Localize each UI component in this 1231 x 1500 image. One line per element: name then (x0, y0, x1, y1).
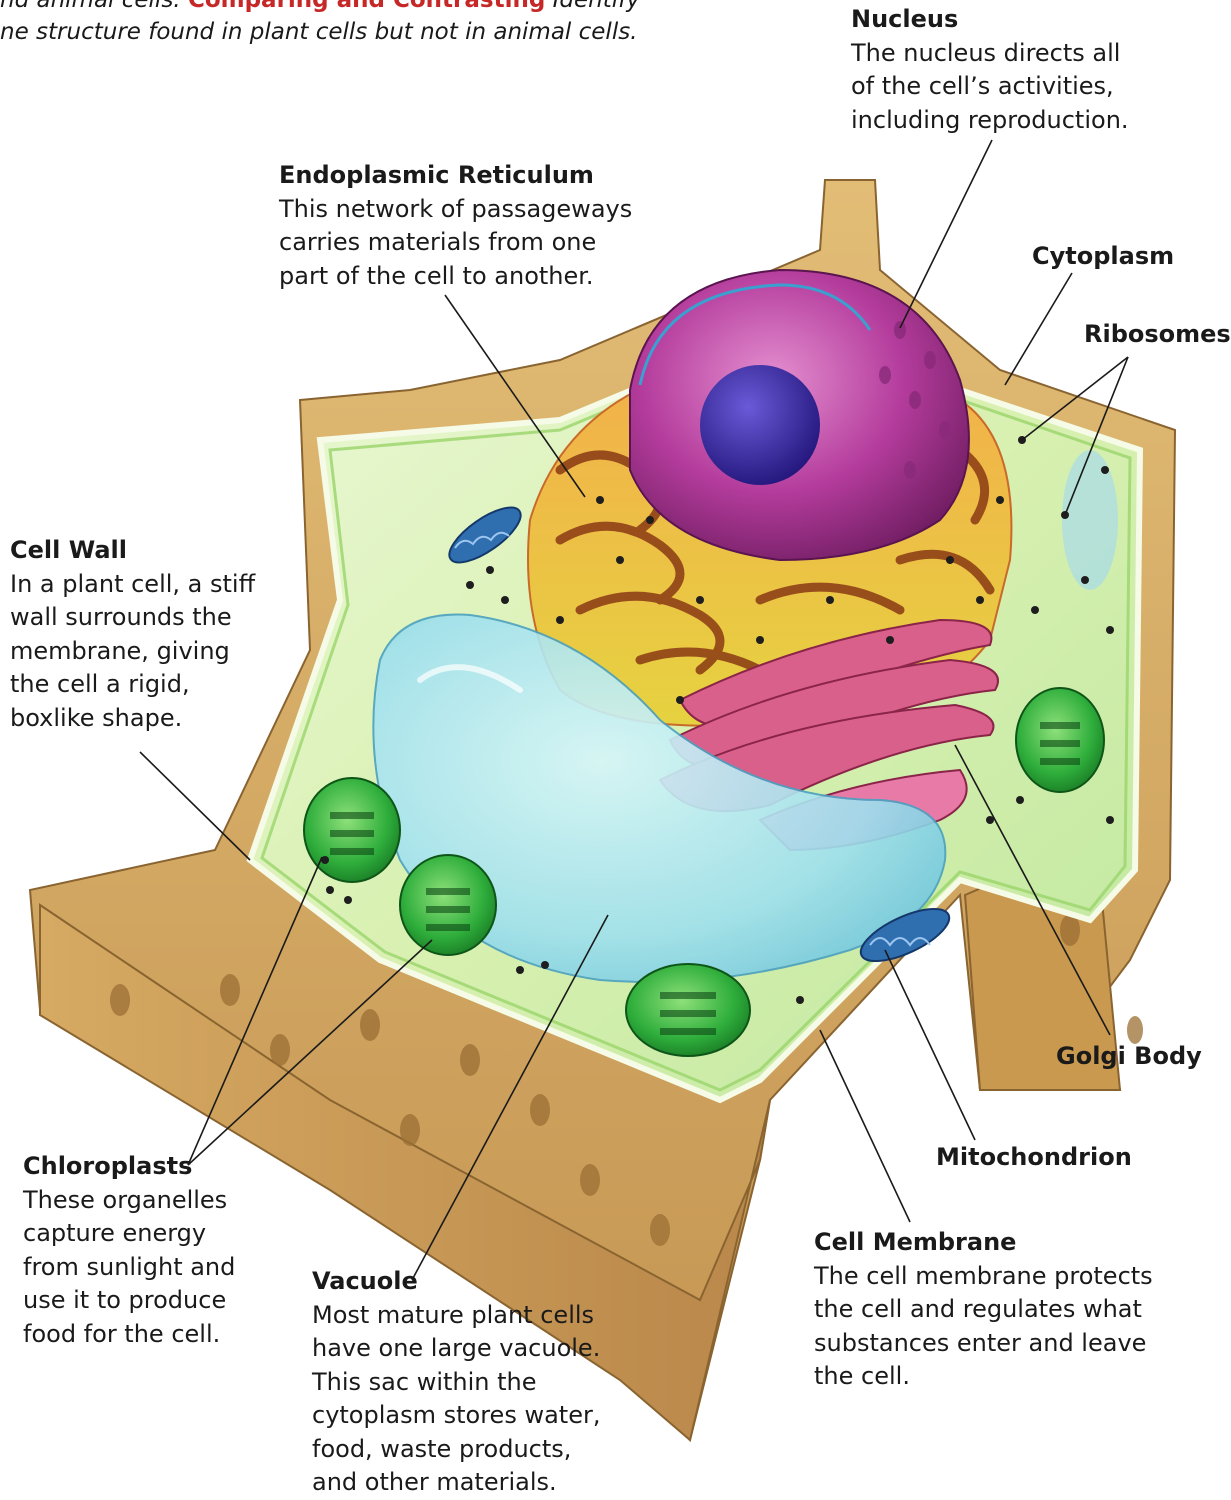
label-nucleus: Nucleus The nucleus directs all of the c… (851, 3, 1129, 137)
cytoplasm-title: Cytoplasm (1032, 240, 1174, 274)
chloroplasts-description: These organelles capture energy from sun… (23, 1184, 235, 1352)
cell-wall-title: Cell Wall (10, 534, 255, 568)
label-cell-wall: Cell Wall In a plant cell, a stiff wall … (10, 534, 255, 735)
leader-nucleus (900, 140, 992, 328)
golgi-title: Golgi Body (1056, 1040, 1202, 1074)
cell-membrane-description: The cell membrane protects the cell and … (814, 1260, 1153, 1394)
leader-cell-membrane (820, 1030, 910, 1222)
cell-wall-description: In a plant cell, a stiff wall surrounds … (10, 568, 255, 736)
chloroplasts-title: Chloroplasts (23, 1150, 235, 1184)
vacuole-title: Vacuole (312, 1265, 600, 1299)
label-endoplasmic-reticulum: Endoplasmic Reticulum This network of pa… (279, 159, 632, 293)
leader-cell-wall (140, 752, 250, 860)
small-vesicle (1062, 450, 1118, 590)
label-mitochondrion: Mitochondrion (936, 1141, 1132, 1175)
er-description: This network of passageways carries mate… (279, 193, 632, 294)
chloroplast-2 (400, 855, 496, 955)
nucleus-description: The nucleus directs all of the cell’s ac… (851, 37, 1129, 138)
leader-cytoplasm (1005, 273, 1072, 385)
er-title: Endoplasmic Reticulum (279, 159, 632, 193)
label-vacuole: Vacuole Most mature plant cells have one… (312, 1265, 600, 1500)
ribosomes-title: Ribosomes (1084, 318, 1231, 352)
nucleolus (700, 365, 820, 485)
leader-mitochondrion (885, 950, 975, 1140)
mitochondrion-title: Mitochondrion (936, 1141, 1132, 1175)
nucleus-title: Nucleus (851, 3, 1129, 37)
label-ribosomes: Ribosomes (1084, 318, 1231, 352)
label-golgi-body: Golgi Body (1056, 1040, 1202, 1074)
label-chloroplasts: Chloroplasts These organelles capture en… (23, 1150, 235, 1351)
label-cytoplasm: Cytoplasm (1032, 240, 1174, 274)
vacuole-description: Most mature plant cells have one large v… (312, 1299, 600, 1500)
cell-membrane-title: Cell Membrane (814, 1226, 1153, 1260)
label-cell-membrane: Cell Membrane The cell membrane protects… (814, 1226, 1153, 1394)
